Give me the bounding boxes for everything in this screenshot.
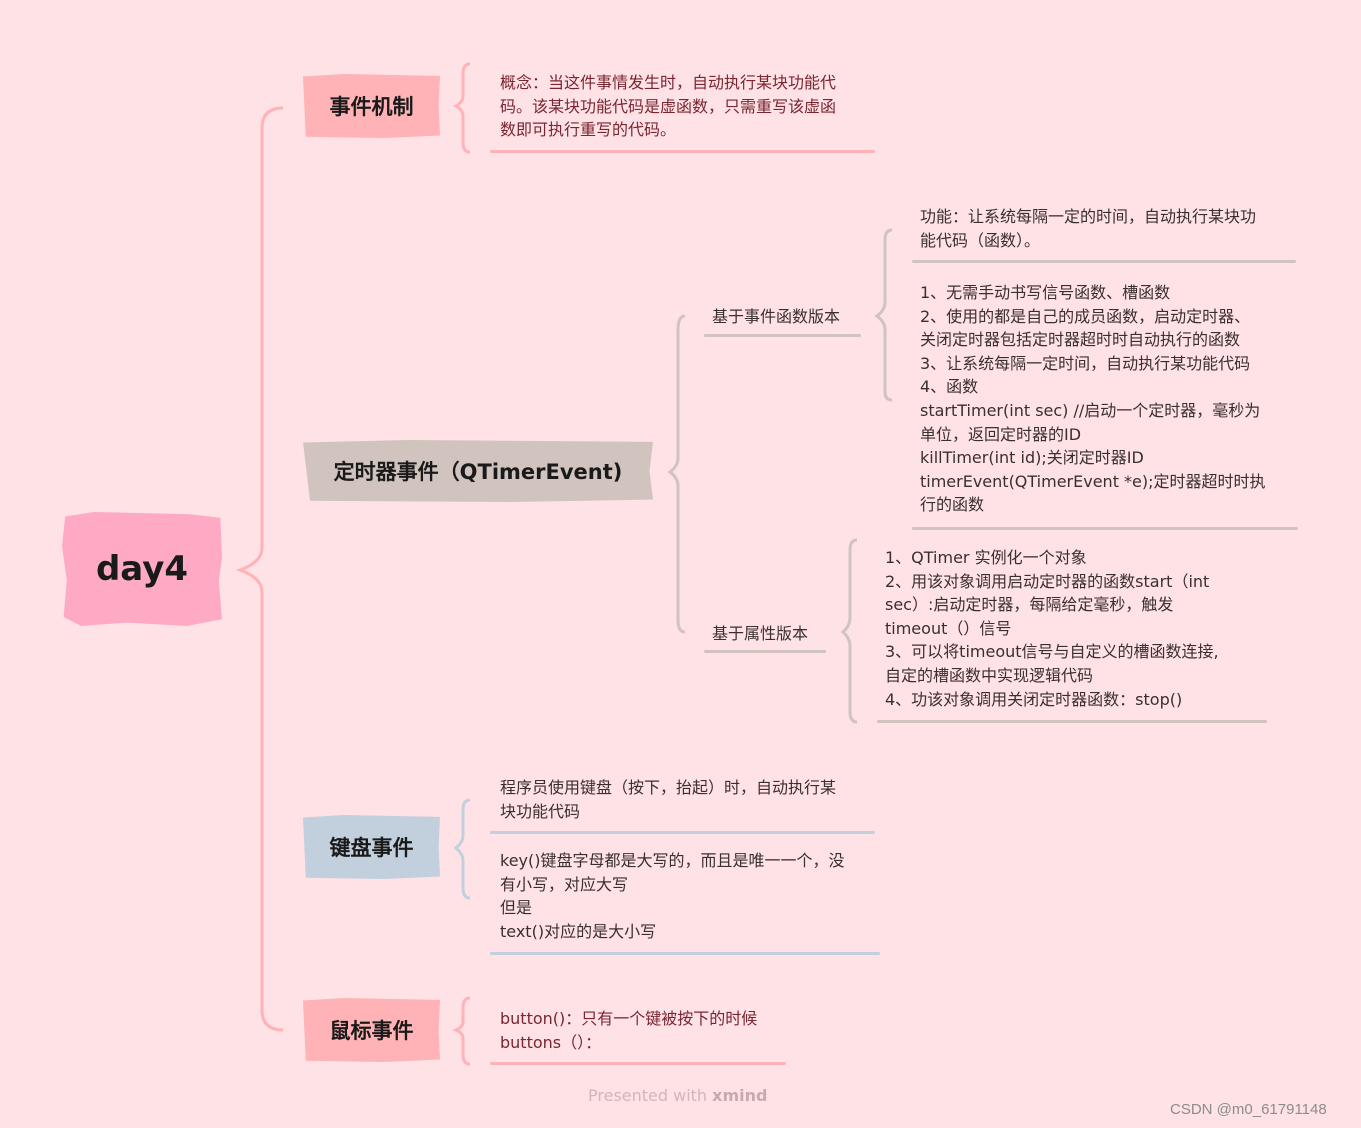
note-underline [490, 952, 880, 955]
xmind-brand: xmind [712, 1086, 768, 1105]
note-keyboard-key-text: key()键盘字母都是大写的，而且是唯一一个，没 有小写，对应大写 但是 tex… [500, 851, 845, 941]
subtopic-event-function-version[interactable]: 基于事件函数版本 [712, 307, 841, 326]
note-underline [490, 150, 875, 153]
note-qtimer-usage: 1、QTimer 实例化一个对象 2、用该对象调用启动定时器的函数start（i… [885, 548, 1219, 709]
note-underline [912, 260, 1296, 263]
topic-label: 键盘事件 [329, 836, 414, 860]
note-underline [912, 527, 1298, 530]
topic-label: 定时器事件（QTimerEvent) [333, 460, 623, 484]
subtopic-underline [704, 334, 861, 337]
note-event-concept: 概念：当这件事情发生时，自动执行某块功能代 码。该某块功能代码是虚函数，只需重写… [500, 73, 837, 140]
xmind-footer: Presented with xmind [588, 1086, 767, 1105]
note-underline [877, 720, 1267, 723]
root-label: day4 [95, 549, 189, 589]
note-underline [490, 1062, 786, 1065]
subtopic-underline [704, 650, 826, 653]
topic-event-mechanism[interactable]: 事件机制 [303, 74, 440, 138]
note-timer-details: 1、无需手动书写信号函数、槽函数 2、使用的都是自己的成员函数，启动定时器、 关… [920, 283, 1266, 515]
topic-label: 鼠标事件 [329, 1019, 414, 1043]
csdn-watermark: CSDN @m0_61791148 [1170, 1101, 1327, 1118]
topic-label: 事件机制 [329, 95, 414, 119]
note-keyboard-desc: 程序员使用键盘（按下，抬起）时，自动执行某 块功能代码 [500, 778, 837, 821]
topic-keyboard-event[interactable]: 键盘事件 [303, 815, 440, 879]
topic-timer-event[interactable]: 定时器事件（QTimerEvent) [303, 440, 653, 502]
note-timer-function: 功能：让系统每隔一定的时间，自动执行某块功 能代码（函数）。 [920, 207, 1257, 250]
footer-prefix: Presented with [588, 1086, 713, 1105]
topic-mouse-event[interactable]: 鼠标事件 [303, 998, 440, 1062]
note-mouse-buttons: button()：只有一个键被按下的时候 buttons（）： [500, 1009, 758, 1052]
note-underline [490, 831, 875, 834]
root-topic[interactable]: day4 [62, 512, 222, 626]
subtopic-property-version[interactable]: 基于属性版本 [712, 624, 809, 643]
